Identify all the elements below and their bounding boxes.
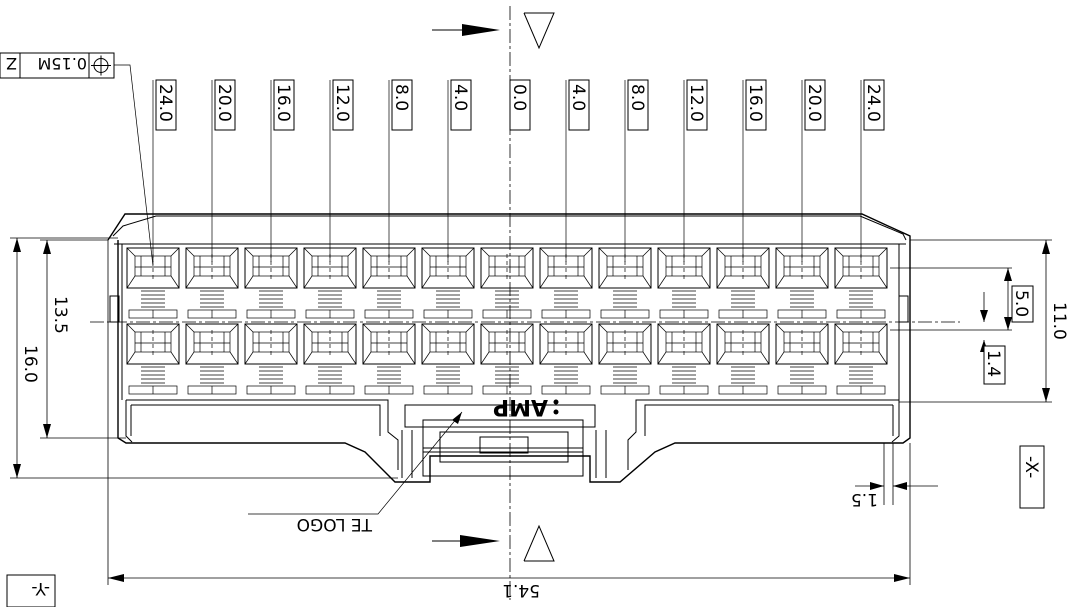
- position-label: 16.0: [270, 79, 295, 262]
- position-label: 12.0: [683, 79, 708, 262]
- datum-y: -Y-: [6, 574, 56, 607]
- cavity: [185, 247, 239, 319]
- cavity: [421, 247, 475, 319]
- housing-outline: [90, 213, 960, 483]
- position-label: 24.0: [152, 79, 177, 262]
- position-label-text: 20.0: [804, 84, 824, 122]
- position-labels: 24.0 20.0 16.0 12.0 8.0 4.0 0.0 4.0 8.0 12.0 16.0 2…: [152, 79, 885, 262]
- position-label-text: 4.0: [450, 84, 470, 111]
- section-arrow-bottom: [432, 524, 555, 562]
- cavity: [480, 247, 534, 319]
- cavity: [303, 247, 357, 319]
- position-label-text: 20.0: [214, 84, 234, 122]
- cavity: [775, 323, 829, 395]
- cavity: [657, 323, 711, 395]
- dim-height-right: 11.0: [1049, 302, 1069, 340]
- cavity: [362, 323, 416, 395]
- dim-16: 16.0: [10, 237, 398, 479]
- brand-mark: AMP: [493, 394, 548, 419]
- tolerance-frame: 0.15M Z: [0, 52, 154, 267]
- dim-1-5: 1.5: [851, 443, 938, 509]
- position-label: 8.0: [624, 79, 649, 262]
- position-label-text: 24.0: [863, 84, 883, 122]
- position-label-text: 16.0: [745, 84, 765, 122]
- position-label: 20.0: [801, 79, 826, 262]
- cavity: [303, 323, 357, 395]
- position-label: 16.0: [742, 79, 767, 262]
- cavity-grid: [126, 247, 888, 395]
- cavity: [421, 323, 475, 395]
- cavity: [244, 323, 298, 395]
- position-tolerance-icon: [91, 55, 111, 76]
- position-label: 4.0: [447, 79, 472, 262]
- logo-leader: TE LOGO: [248, 411, 463, 534]
- position-label: 0.0: [509, 79, 531, 131]
- cavity: [598, 247, 652, 319]
- cavity: [185, 323, 239, 395]
- tolerance-datum: Z: [6, 54, 17, 73]
- cavity: [657, 247, 711, 319]
- tolerance-value: 0.15M: [38, 54, 87, 73]
- position-label-text: 0.0: [509, 84, 529, 111]
- amp-logo: AMP: [493, 394, 559, 419]
- position-label-text: 12.0: [332, 84, 352, 122]
- dim-row-pitch: 5.0: [1011, 290, 1031, 317]
- cavity: [126, 247, 180, 319]
- dim-wall-thickness: 1.5: [851, 489, 878, 509]
- dim-height-outer: 16.0: [20, 345, 40, 383]
- position-label-text: 4.0: [568, 84, 588, 111]
- datum-y-label: -Y-: [31, 578, 50, 598]
- position-label: 4.0: [565, 79, 590, 262]
- cavity: [598, 323, 652, 395]
- position-label: 8.0: [388, 79, 413, 262]
- cavity: [834, 247, 888, 319]
- position-label: 20.0: [211, 79, 236, 262]
- cavity: [362, 247, 416, 319]
- position-label-text: 8.0: [627, 84, 647, 111]
- position-label-text: 16.0: [273, 84, 293, 122]
- position-label-text: 12.0: [686, 84, 706, 122]
- dim-1-4: 1.4: [980, 292, 1006, 385]
- cavity: [775, 247, 829, 319]
- cavity: [244, 247, 298, 319]
- position-label: 12.0: [329, 79, 354, 262]
- position-label-text: 8.0: [391, 84, 411, 111]
- cavity: [126, 323, 180, 395]
- position-label: 24.0: [860, 79, 885, 262]
- dim-row-offset: 1.4: [983, 350, 1003, 377]
- datum-x: -X-: [1019, 445, 1045, 509]
- dim-5: 5.0: [890, 267, 1034, 331]
- dim-54-1: 54.1: [107, 240, 911, 600]
- logo-note: TE LOGO: [297, 514, 373, 534]
- cavity: [834, 323, 888, 395]
- dim-13-5: 13.5: [40, 239, 126, 439]
- cavity: [539, 247, 593, 319]
- cavity: [716, 247, 770, 319]
- dim-11: 11.0: [899, 239, 1069, 403]
- dim-width: 54.1: [502, 580, 540, 600]
- dim-height-inner: 13.5: [50, 296, 70, 334]
- datum-x-label: -X-: [1021, 456, 1041, 478]
- position-label-text: 24.0: [155, 84, 175, 122]
- cavity: [480, 323, 534, 395]
- cavity: [716, 323, 770, 395]
- cavity: [539, 323, 593, 395]
